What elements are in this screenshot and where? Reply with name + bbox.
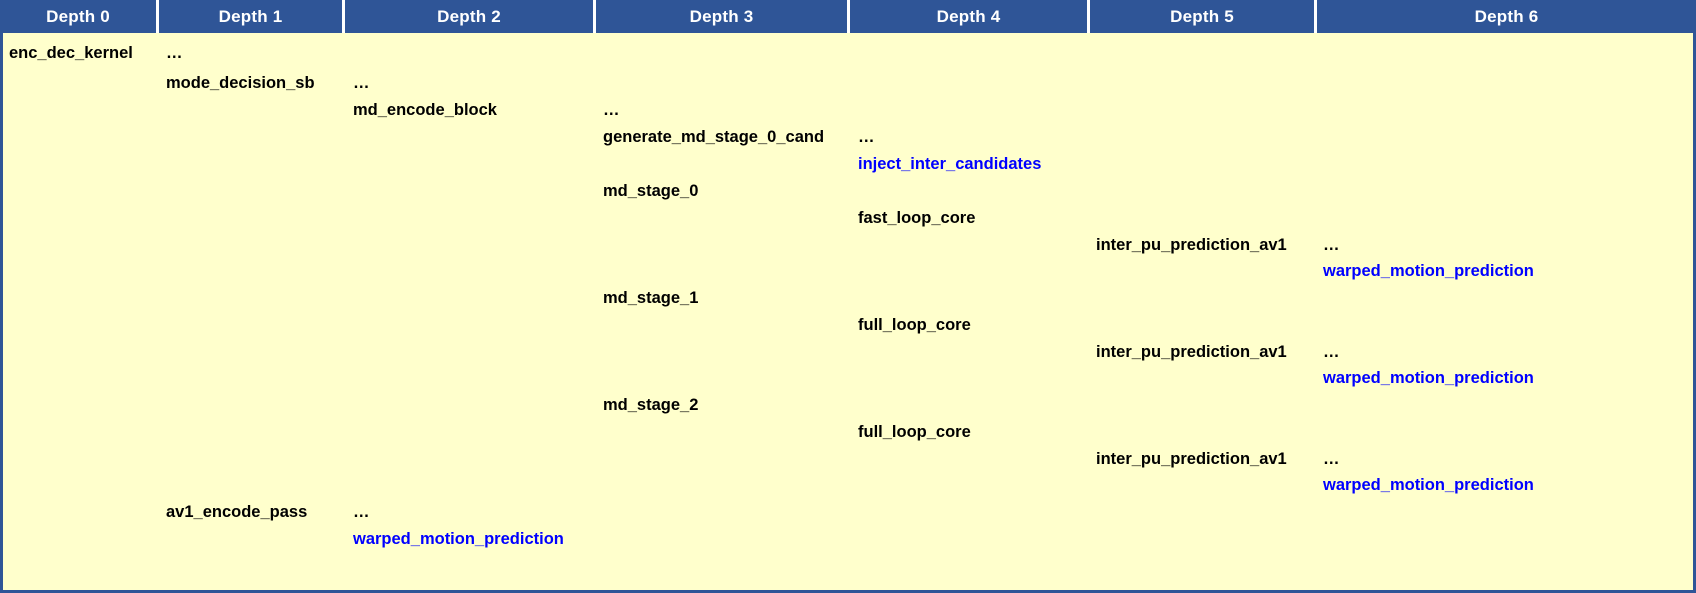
tree-node-label: inter_pu_prediction_av1 — [1096, 450, 1287, 468]
tree-node-label[interactable]: warped_motion_prediction — [1323, 476, 1534, 494]
tree-node-label[interactable]: warped_motion_prediction — [353, 530, 564, 548]
tree-node-label: md_encode_block — [353, 101, 497, 119]
ellipsis-marker: … — [1323, 236, 1340, 254]
tree-node-label[interactable]: warped_motion_prediction — [1323, 369, 1534, 387]
column-header-depth-3[interactable]: Depth 3 — [596, 0, 850, 33]
ellipsis-marker: … — [353, 74, 370, 92]
column-header-depth-6[interactable]: Depth 6 — [1317, 0, 1696, 33]
tree-node-label[interactable]: inject_inter_candidates — [858, 155, 1042, 173]
ellipsis-marker: … — [353, 503, 370, 521]
column-header-depth-4[interactable]: Depth 4 — [850, 0, 1090, 33]
tree-node-label: md_stage_2 — [603, 396, 699, 414]
tree-node-label: md_stage_1 — [603, 289, 699, 307]
ellipsis-marker: … — [858, 128, 875, 146]
tree-node-label: enc_dec_kernel — [9, 44, 133, 62]
column-header-depth-2[interactable]: Depth 2 — [345, 0, 596, 33]
ellipsis-marker: … — [166, 44, 183, 62]
table-body-panel: enc_dec_kernel … mode_decision_sb … md_encod… — [0, 33, 1696, 593]
ellipsis-marker: … — [603, 101, 620, 119]
tree-node-label: md_stage_0 — [603, 182, 699, 200]
tree-node-label: mode_decision_sb — [166, 74, 315, 92]
column-header-depth-5[interactable]: Depth 5 — [1090, 0, 1317, 33]
ellipsis-marker: … — [1323, 343, 1340, 361]
tree-node-label: inter_pu_prediction_av1 — [1096, 343, 1287, 361]
tree-node-label: full_loop_core — [858, 423, 971, 441]
column-header-depth-0[interactable]: Depth 0 — [0, 0, 159, 33]
tree-node-label: generate_md_stage_0_cand — [603, 128, 825, 146]
tree-node-label: inter_pu_prediction_av1 — [1096, 236, 1287, 254]
tree-node-label[interactable]: warped_motion_prediction — [1323, 262, 1534, 280]
tree-node-label: full_loop_core — [858, 316, 971, 334]
tree-node-label: fast_loop_core — [858, 209, 976, 227]
ellipsis-marker: … — [1323, 450, 1340, 468]
tree-node-label: av1_encode_pass — [166, 503, 308, 521]
column-header-depth-1[interactable]: Depth 1 — [159, 0, 345, 33]
